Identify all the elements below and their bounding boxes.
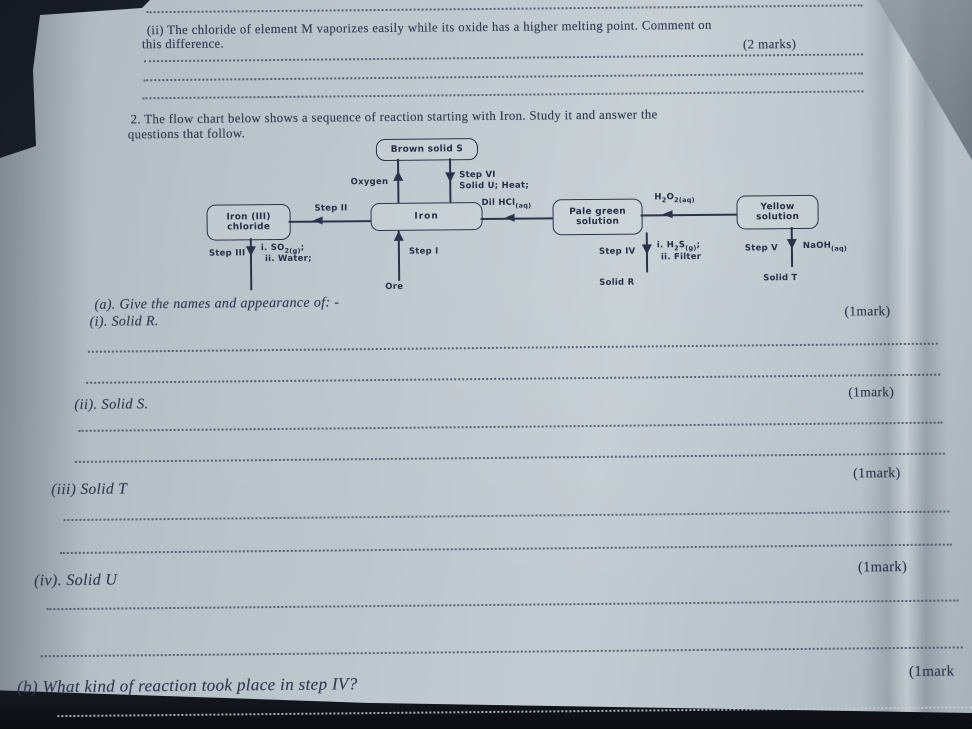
question-a-iv-label: (iv). Solid U	[33, 571, 118, 590]
step-iii-reagent-1: i. SO2(g);	[260, 242, 305, 255]
step-v-label: Step V	[744, 243, 779, 254]
reagent-subscript: (aq)	[831, 244, 848, 253]
question-b-text: (b) What kind of reaction took place in …	[16, 674, 358, 697]
arrow-left-icon	[662, 210, 673, 219]
box-label: Yellow	[760, 201, 795, 213]
arrow-left-icon	[504, 213, 515, 222]
ore-label: Ore	[385, 281, 404, 292]
box-label: Pale green	[569, 206, 626, 218]
dotted-answer-line	[146, 4, 863, 14]
flowchart-box-iron: Iron	[370, 202, 483, 232]
flowchart-box-brown-solid-s: Brown solid S	[375, 138, 479, 162]
question-2-intro-line1: 2. The flow chart below shows a sequence…	[130, 107, 658, 127]
step-iii-label: Step III	[208, 248, 246, 259]
reagent-subscript: 2(aq)	[674, 195, 695, 204]
reaction-flowchart: Brown solid S Iron Iron (III) chloride P…	[196, 130, 858, 298]
reagent-text: ;	[300, 242, 305, 253]
arrow-down-icon	[641, 244, 652, 255]
dil-hcl-label: Dil HCl(aq)	[481, 197, 532, 210]
reagent-text: NaOH	[802, 240, 832, 251]
step-iii-reagent-2: ii. Water;	[264, 253, 312, 265]
reagent-subscript: (g)	[685, 243, 697, 252]
reagent-text: Dil HCl	[481, 197, 516, 209]
flowchart-box-pale-green-solution: Pale green solution	[552, 198, 643, 236]
question-a-iii-marks: (1mark)	[853, 466, 901, 482]
dotted-answer-line	[40, 646, 963, 658]
box-label: Iron	[414, 211, 439, 222]
question-a-iii-label: (iii) Solid T	[51, 480, 128, 499]
dotted-answer-line	[74, 452, 945, 463]
question-b-marks: (1mark	[908, 663, 955, 680]
dotted-answer-line	[59, 543, 952, 555]
question-a-i-marks: (1mark)	[844, 303, 891, 319]
reagent-subscript: 2	[674, 243, 679, 252]
box-label: Iron (III)	[226, 211, 271, 223]
reagent-text: i. SO	[260, 242, 285, 254]
reagent-text: O	[666, 192, 675, 203]
flowchart-box-iron-iii-chloride: Iron (III) chloride	[206, 203, 291, 241]
arrow-up-icon	[393, 170, 404, 181]
reagent-subscript: 2	[661, 195, 667, 204]
step-vi-label: Step VI	[459, 169, 496, 181]
solid-t-label: Solid T	[763, 273, 798, 284]
dotted-answer-line	[142, 90, 864, 100]
dotted-answer-line	[57, 706, 972, 718]
arrow-left-icon	[312, 216, 323, 225]
question-a-ii-label: (ii). Solid S.	[74, 396, 149, 413]
arrow-down-icon	[445, 172, 456, 183]
dotted-answer-line	[144, 53, 864, 63]
arrow-down-icon	[245, 246, 256, 257]
dotted-answer-line	[46, 599, 959, 611]
reagent-text: ;	[696, 239, 701, 250]
reagent-subscript: (aq)	[515, 201, 532, 210]
dotted-answer-line	[63, 510, 950, 522]
paper-crease	[862, 0, 948, 729]
h2o2-arrow-line	[640, 213, 737, 217]
box-label: Brown solid S	[390, 144, 464, 155]
dotted-answer-line	[87, 342, 938, 353]
h2o2-label: H2O2(aq)	[654, 192, 695, 204]
step-iv-reagent-2: ii. Filter	[660, 251, 702, 263]
step-i-label: Step I	[408, 246, 439, 257]
flowchart-box-yellow-solution: Yellow solution	[736, 194, 819, 230]
step-ii-arrow-line	[288, 220, 371, 223]
dil-hcl-arrow-line	[480, 217, 553, 220]
step-vi-reagent-label: Solid U; Heat;	[459, 180, 530, 192]
step-ii-label: Step II	[314, 203, 348, 214]
question-ii-text-line1: (ii) The chloride of element M vaporizes…	[146, 17, 712, 38]
step-iv-reagent-1: i. H2S(g);	[656, 239, 701, 252]
naoh-label: NaOH(aq)	[802, 240, 848, 253]
box-label: chloride	[227, 222, 271, 233]
box-label: solution	[576, 216, 620, 228]
box-label: solution	[756, 211, 800, 223]
solid-r-label: Solid R	[599, 277, 635, 288]
question-a-heading: (a). Give the names and appearance of: -	[94, 295, 340, 313]
question-a-iv-marks: (1mark)	[857, 558, 908, 576]
question-a-ii-marks: (1mark)	[848, 384, 895, 400]
reagent-text: i. H	[656, 240, 675, 251]
oxygen-label: Oxygen	[350, 176, 389, 188]
arrow-up-icon	[393, 230, 404, 241]
dotted-answer-line	[78, 421, 943, 432]
question-a-i-label: (i). Solid R.	[89, 314, 159, 330]
dotted-answer-line	[143, 72, 864, 82]
arrow-down-icon	[786, 239, 797, 250]
dotted-answer-line	[86, 373, 941, 384]
step-iv-label: Step IV	[598, 246, 636, 257]
question-ii-text-line2: this difference.	[141, 36, 225, 52]
question-ii-marks: (2 marks)	[742, 36, 797, 52]
